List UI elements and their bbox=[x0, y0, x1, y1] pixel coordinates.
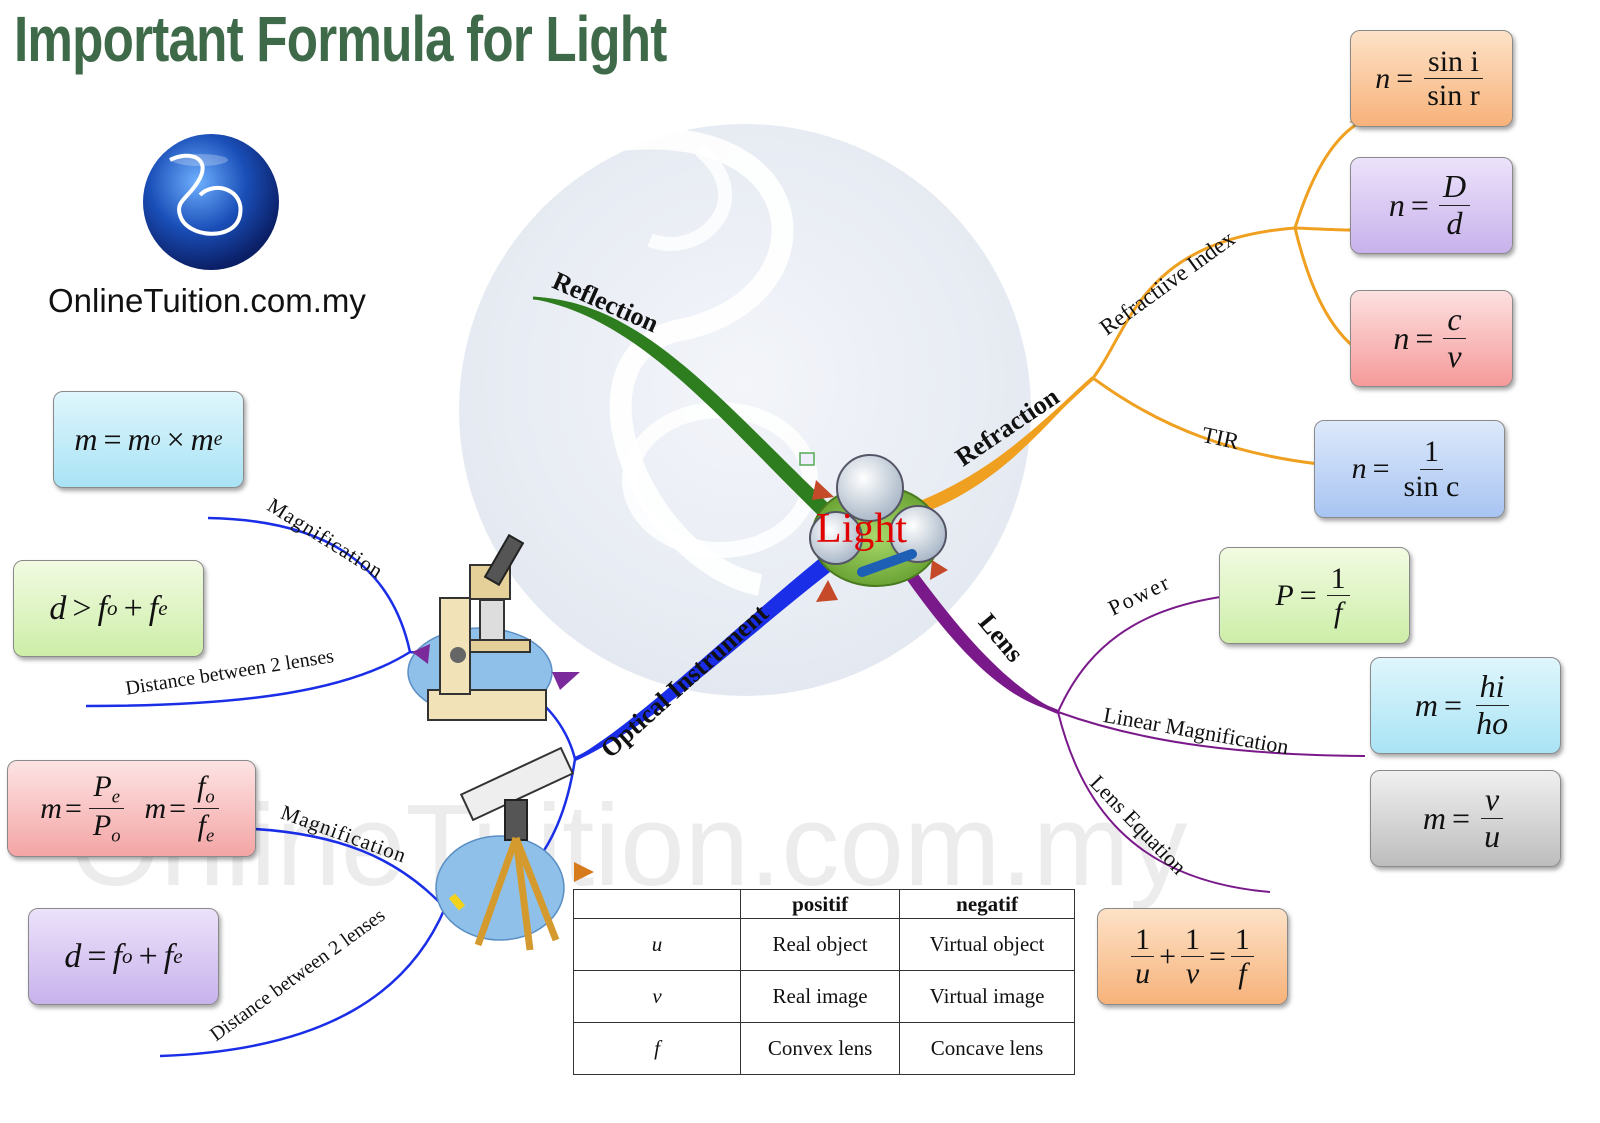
table-cell: v bbox=[573, 970, 741, 1023]
table-row: u Real object Virtual object bbox=[573, 918, 1075, 971]
table-cell: Real image bbox=[739, 970, 901, 1023]
center-label: Light bbox=[816, 506, 907, 552]
table-header-row: positif negatif bbox=[573, 889, 1075, 919]
sign-convention-table: positif negatif u Real object Virtual ob… bbox=[573, 889, 1075, 1075]
watermark-text: OnlineTuition.com.my bbox=[70, 780, 1187, 910]
table-cell: Convex lens bbox=[739, 1022, 901, 1075]
center-node-light bbox=[799, 452, 947, 587]
table-cell: f bbox=[573, 1022, 741, 1075]
microscope-icon bbox=[407, 533, 553, 721]
table-cell: Concave lens bbox=[899, 1022, 1075, 1075]
table-cell: Virtual image bbox=[899, 970, 1075, 1023]
table-header-cell bbox=[573, 889, 741, 919]
table-cell: Virtual object bbox=[899, 918, 1075, 971]
telescope-icon bbox=[435, 746, 575, 951]
optical-branch bbox=[575, 558, 830, 760]
table-row: v Real image Virtual image bbox=[573, 970, 1075, 1023]
logo-globe-icon bbox=[143, 134, 279, 270]
logo-text: OnlineTuition.com.my bbox=[48, 282, 366, 319]
lens-branch bbox=[907, 570, 1058, 712]
arrow-icons bbox=[412, 480, 948, 882]
page-title: Important Formula for Light bbox=[14, 3, 667, 75]
reflection-branch bbox=[533, 297, 828, 515]
table-cell: u bbox=[573, 918, 741, 971]
table-cell: Real object bbox=[739, 918, 901, 971]
table-header-cell: negatif bbox=[899, 889, 1075, 919]
table-row: f Convex lens Concave lens bbox=[573, 1022, 1075, 1075]
table-header-cell: positif bbox=[739, 889, 901, 919]
